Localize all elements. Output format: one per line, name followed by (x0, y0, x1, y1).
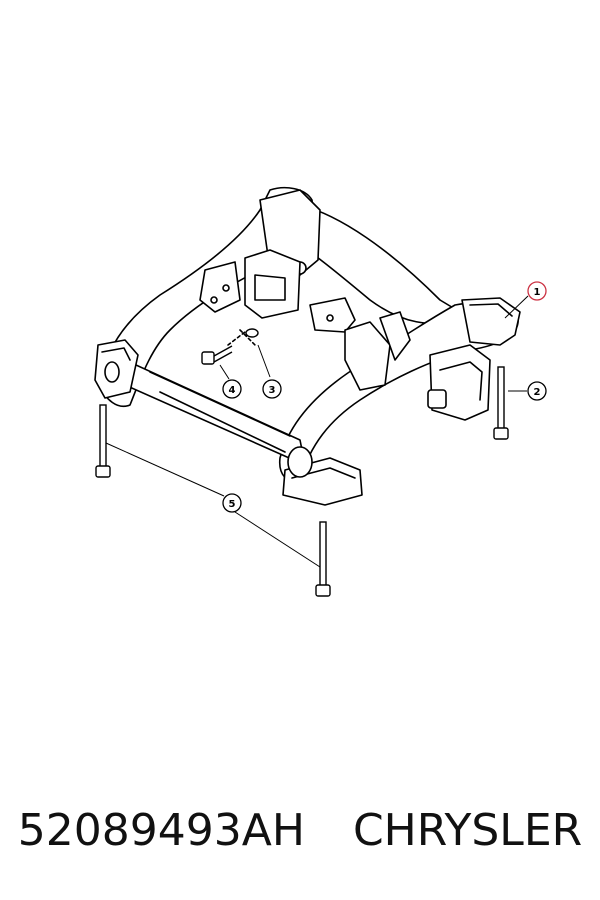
callout-3-label: 3 (269, 385, 276, 396)
bolt-2 (493, 366, 509, 440)
callout-5-label: 5 (229, 499, 236, 510)
callout-4-label: 4 (229, 385, 236, 396)
bolt-5-left (95, 404, 111, 478)
leader-lines (105, 295, 529, 568)
callout-1-label: 1 (534, 287, 541, 298)
part-number: 52089493AH (17, 804, 305, 856)
bolt-5-right (315, 521, 331, 597)
brand-name: CHRYSLER (352, 804, 583, 856)
washer-3 (245, 328, 259, 338)
callout-5[interactable]: 5 (222, 493, 242, 513)
part-caption: 52089493AH CHRYSLER (0, 795, 600, 865)
bolt-4 (201, 345, 233, 365)
callout-1[interactable]: 1 (527, 281, 547, 301)
callout-2[interactable]: 2 (527, 381, 547, 401)
callout-4[interactable]: 4 (222, 379, 242, 399)
callout-3[interactable]: 3 (262, 379, 282, 399)
callout-2-label: 2 (534, 387, 541, 398)
